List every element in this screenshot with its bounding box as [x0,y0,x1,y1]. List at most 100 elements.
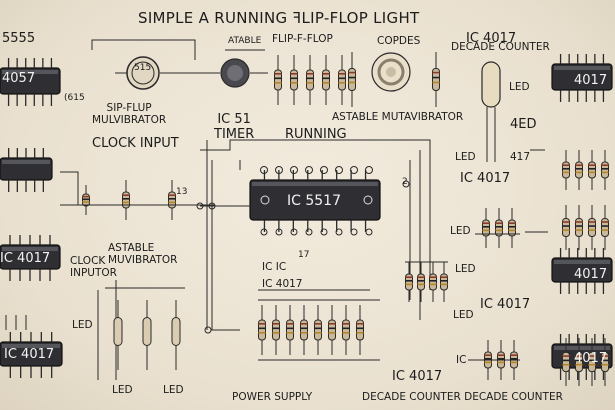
resistor-band [122,194,130,196]
resistor-bank [328,319,336,341]
label-led-bottom-b: LED [163,384,184,396]
pin-pad [335,228,343,236]
ic-5517-body [249,179,381,221]
resistor-band [484,354,492,356]
dial-label-515: 515 [134,63,152,73]
chip-label-ic4017-left-bottom: IC 4017 [4,347,55,362]
chip-left-mid-upper-highlight [2,160,50,164]
resistor-top [290,69,298,91]
resistor-band [440,280,448,282]
pin-pad [350,228,358,236]
label-clock-input: CLOCK INPUT [92,136,179,151]
resistor-band [286,327,294,330]
resistor-band [342,332,350,334]
resistor-band [588,229,596,231]
chip-4057-left [0,67,61,95]
chip-4017-left-highlight [2,247,58,251]
pin-pad [290,228,298,236]
resistor-band [575,363,583,366]
resistor-right [601,218,609,237]
resistor-band [601,225,609,227]
resistor-band [338,82,346,84]
label-ic-small: IC [456,354,467,366]
resistor-band [601,363,609,366]
resistor-band [274,82,282,84]
resistor-band [417,276,425,278]
resistor-band [168,194,176,196]
resistor-band [510,358,518,360]
pin-pad [290,166,298,174]
label-led-bottom-a: LED [112,384,133,396]
resistor-band [497,361,505,364]
label-decade-counter-top: DECADE COUNTER [451,41,550,53]
resistor-band [300,323,308,325]
resistor-band [440,276,448,278]
label-5555: 5555 [2,31,36,46]
resistor-band [338,73,346,75]
label-flip-f-flop: FLIP-F-FLOP [272,33,333,45]
label-ic4017-top: IC 4017 [466,31,517,46]
pin-pad [365,228,373,236]
resistor-band [306,82,314,84]
label-astable-left: ASTABLE MUVIBRATOR [108,242,178,266]
resistor-band [482,229,490,232]
resistor-bank [258,319,266,341]
wire [211,160,240,331]
diagram-title: SIMPLE A RUNNING ꟻLIP-FLOP LIGHT [138,9,420,27]
chip-4017-right-low-highlight [554,346,610,350]
resistor-band [338,77,346,80]
label-615: (615 [64,93,85,103]
wire [91,39,196,60]
resistor-band [601,355,609,357]
resistor-band [510,361,518,364]
resistor-band [588,363,596,366]
resistor-right [575,218,583,237]
resistor-band [258,323,266,325]
resistor-band [300,327,308,330]
resistor-band [314,332,322,334]
junction [204,326,212,334]
resistor-right [562,218,570,237]
resistor-band [348,71,356,74]
resistor-band [495,222,503,224]
pin-pad [305,166,313,174]
resistor-band [82,198,90,201]
wire [200,139,431,290]
resistor-band [562,171,570,174]
resistor-band [588,355,596,357]
resistor-band [82,201,90,203]
label-astable-mutavibrator: ASTABLE MUTAVIBRATOR [332,111,464,123]
resistor-band [322,77,330,80]
resistor-band [482,222,490,224]
chip-label-4017-right-mid: 4017 [574,267,608,282]
resistor-band [306,73,314,75]
ic-5517-body-highlight [252,182,378,186]
resistor-band [497,354,505,356]
resistor-band [575,355,583,357]
ic-5517-notch-2 [363,195,373,205]
label-led-right-d: LED [453,309,474,321]
chip-label-4057: 4057 [2,71,36,86]
resistor-band [272,323,280,325]
label-17: 17 [298,250,310,260]
pin-pad [320,228,328,236]
resistor-band [575,225,583,227]
label-2: 2 [402,177,408,187]
chip-4017-right-mid-highlight [554,260,610,264]
label-ic4017-bottom: IC 4017 [392,369,443,384]
resistor-band [122,198,130,200]
resistor-band [588,168,596,170]
resistor-right [575,351,583,373]
resistor-band [575,359,583,362]
resistor-band [272,327,280,330]
pin-pad [305,228,313,236]
resistor-band [122,201,130,204]
resistor-band [575,229,583,231]
resistor-band [286,332,294,334]
resistor-band [562,359,570,362]
pin-pad [335,166,343,174]
resistor-top [306,69,314,91]
resistor-band [575,168,583,170]
resistor-band [356,323,364,325]
